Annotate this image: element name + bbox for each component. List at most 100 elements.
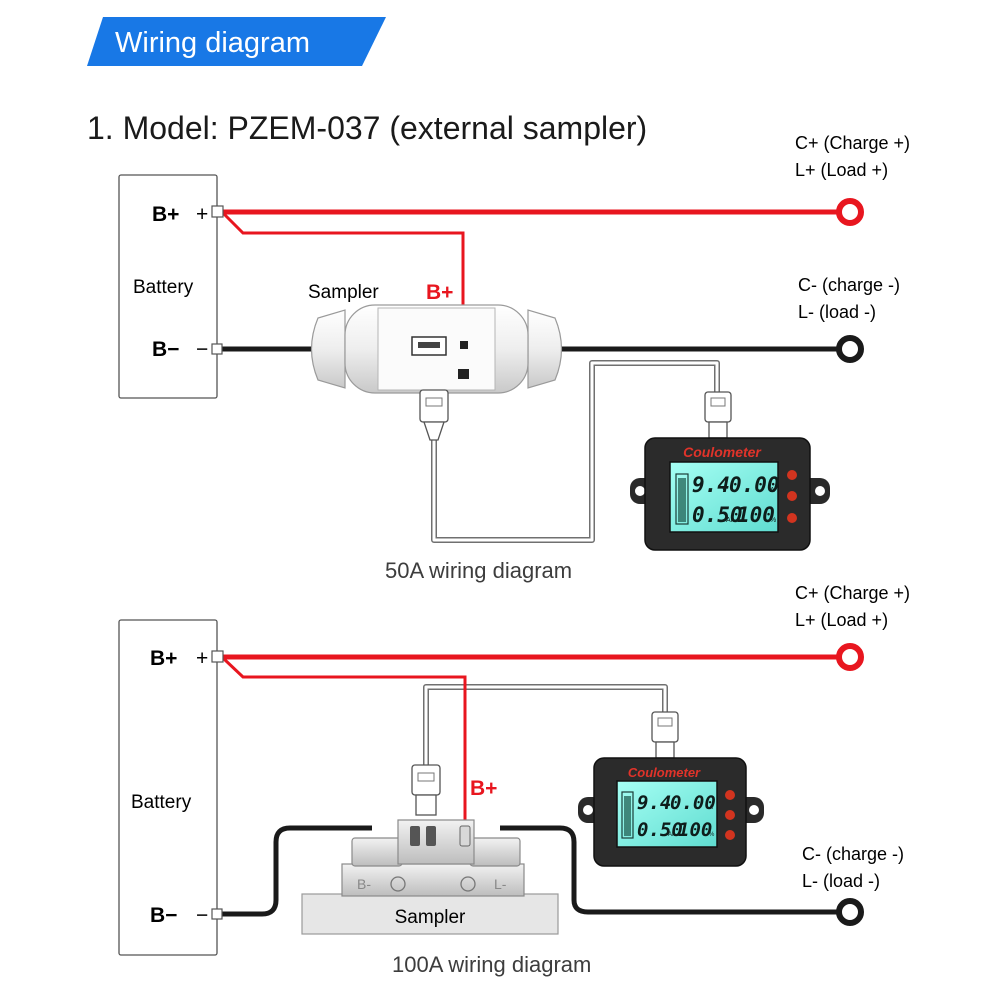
meter-title: Coulometer [628,765,701,780]
b-plus-sense-wire [222,212,465,340]
shunt-to-load-wire [500,825,840,915]
battery-box [118,619,218,956]
lcd-unit-a: A [770,487,775,494]
b-plus-tap-label: B+ [470,777,497,800]
sampler-50a [310,304,563,394]
lcd-unit-pct: % [770,517,776,524]
lcd-current: 0.00 [729,473,780,497]
lcd-voltage: 9.4 [692,473,730,497]
meter-mount-hole-right [749,805,759,815]
positive-terminal-label-1: C+ (Charge +) [795,133,910,153]
usb-plug-100a [411,764,441,816]
coulometer-50a: Coulometer 9.4 V 0.00 A 0.50 Ah 100 % [630,437,830,551]
positive-ring-terminal [836,643,864,671]
meter-mount-hole-right [815,486,825,496]
diagram-50a: B+ + Battery B− − Sampler B+ [118,133,910,583]
lcd-capacity: 0.50 [692,503,743,527]
battery-positive-terminal [211,650,224,663]
battery-negative-terminal [211,343,223,355]
lcd-percent: 100 [737,503,775,527]
shunt-mark-b: B- [357,876,371,892]
meter-button-3[interactable] [725,830,735,840]
model-title: 1. Model: PZEM-037 (external sampler) [87,110,647,146]
positive-terminal-label-1: C+ (Charge +) [795,583,910,603]
battery-b-plus-label: B+ [150,647,177,670]
meter-connector-50a [704,391,732,439]
b-plus-sense-port [460,341,468,349]
b-plus-sense-wire [222,657,467,828]
battery-to-shunt-wire [217,825,372,917]
battery-label: Battery [131,792,192,813]
usb-port-tongue [418,342,440,348]
sampler-left-cap [310,309,346,389]
battery-positive-terminal [211,205,224,218]
battery-level-fill [624,796,631,836]
lcd-unit-a: A [709,805,713,811]
signal-cable-100a [423,684,668,765]
meter-button-1[interactable] [725,790,735,800]
banner-title: Wiring diagram [115,27,310,59]
battery-plus-sign: + [196,203,208,226]
positive-ring-terminal [836,198,864,226]
negative-ring-terminal [836,898,864,926]
meter-button-3[interactable] [787,513,797,523]
meter-button-1[interactable] [787,470,797,480]
rj-port [458,369,469,379]
battery-b-minus-label: B− [152,338,179,361]
shunt-screw-2 [460,876,476,892]
meter-title: Coulometer [683,444,762,460]
lcd-current: 0.00 [670,792,716,814]
lcd-unit-v: V [664,805,668,811]
lcd-unit-ah: Ah [726,517,735,524]
caption-50a: 50A wiring diagram [385,558,572,583]
sampler-100a: B- L- [301,819,559,935]
sampler-label: Sampler [308,282,379,303]
lcd-capacity: 0.50 [637,819,683,841]
negative-terminal-label-1: C- (charge -) [798,275,900,295]
negative-ring-terminal [836,335,864,363]
sampler-label: Sampler [395,907,466,928]
positive-terminal-label-2: L+ (Load +) [795,610,888,630]
meter-lcd [616,780,718,848]
shunt-port-2 [426,826,436,846]
meter-mount-hole-left [583,805,593,815]
sampler-right-cap [527,309,563,389]
lcd-unit-ah: Ah [668,832,675,838]
meter-connector-100a [651,711,679,759]
shunt-b-plus-port [459,825,471,847]
lcd-unit-pct: % [709,832,715,838]
shunt-port-1 [410,826,420,846]
shunt-base [301,893,559,935]
shunt-screw-1 [390,876,406,892]
lcd-voltage: 9.4 [637,792,671,814]
shunt-mark-l: L- [494,876,507,892]
battery-b-plus-label: B+ [152,203,179,226]
negative-terminal-label-2: L- (load -) [802,871,880,891]
negative-terminal-label-2: L- (load -) [798,302,876,322]
b-plus-tap-label: B+ [426,281,453,304]
signal-cable-50a [431,360,720,543]
shunt-left-bolt [351,837,403,867]
lcd-unit-v: V [722,487,727,494]
battery-plus-sign: + [196,647,208,670]
battery-b-minus-label: B− [150,904,177,927]
battery-label: Battery [133,277,194,298]
header-banner: Wiring diagram [87,17,386,66]
battery-level-fill [678,478,686,522]
shunt-right-bolt [469,837,521,867]
positive-terminal-label-2: L+ (Load +) [795,160,888,180]
battery-level-icon [621,791,634,839]
diagram-100a: B+ + Battery B− − [118,583,910,977]
meter-button-2[interactable] [787,491,797,501]
battery-negative-terminal [211,908,223,920]
battery-level-icon [675,473,689,525]
battery-minus-sign: − [196,904,208,927]
battery-minus-sign: − [196,338,208,361]
meter-mount-hole-left [635,486,645,496]
banner-background [87,17,386,66]
negative-terminal-label-1: C- (charge -) [802,844,904,864]
coulometer-100a: Coulometer 9.4 V 0.00 A 0.50 Ah 100 % [578,757,764,867]
meter-button-2[interactable] [725,810,735,820]
usb-plug-50a [419,389,449,441]
